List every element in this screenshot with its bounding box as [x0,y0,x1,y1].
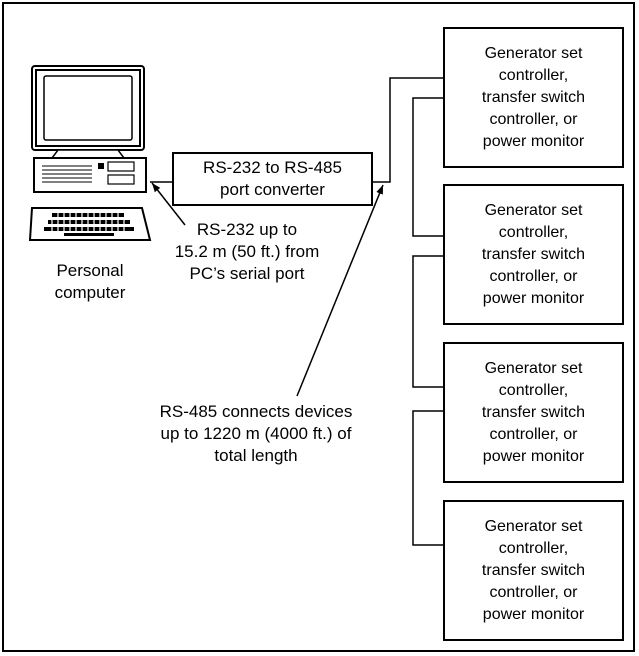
rs485-note: RS-485 connects devices up to 1220 m (40… [159,402,353,465]
personal-computer-icon [28,65,152,241]
rs485-arrow [296,184,384,397]
personal-computer-label: Personal computer [54,261,126,302]
device-box-1: Generator set controller, transfer switc… [443,27,624,168]
bus-segment-2 [412,255,443,388]
rs232-arrow [151,182,186,226]
port-converter-label: RS-232 to RS-485 port converter [203,158,342,199]
device-label: Generator set controller, transfer switc… [481,359,586,465]
device-box-2: Generator set controller, transfer switc… [443,184,624,325]
bus-segment-1 [412,97,443,237]
rs232-note: RS-232 up to 15.2 m (50 ft.) from PC’s s… [174,220,320,283]
device-label: Generator set controller, transfer switc… [481,517,586,623]
device-box-4: Generator set controller, transfer switc… [443,500,624,641]
device-label: Generator set controller, transfer switc… [481,201,586,307]
port-converter-box: RS-232 to RS-485 port converter [172,152,373,206]
bus-segment-3 [412,410,443,546]
device-box-3: Generator set controller, transfer switc… [443,342,624,483]
converter-to-bus [373,77,443,183]
device-label: Generator set controller, transfer switc… [481,44,586,150]
